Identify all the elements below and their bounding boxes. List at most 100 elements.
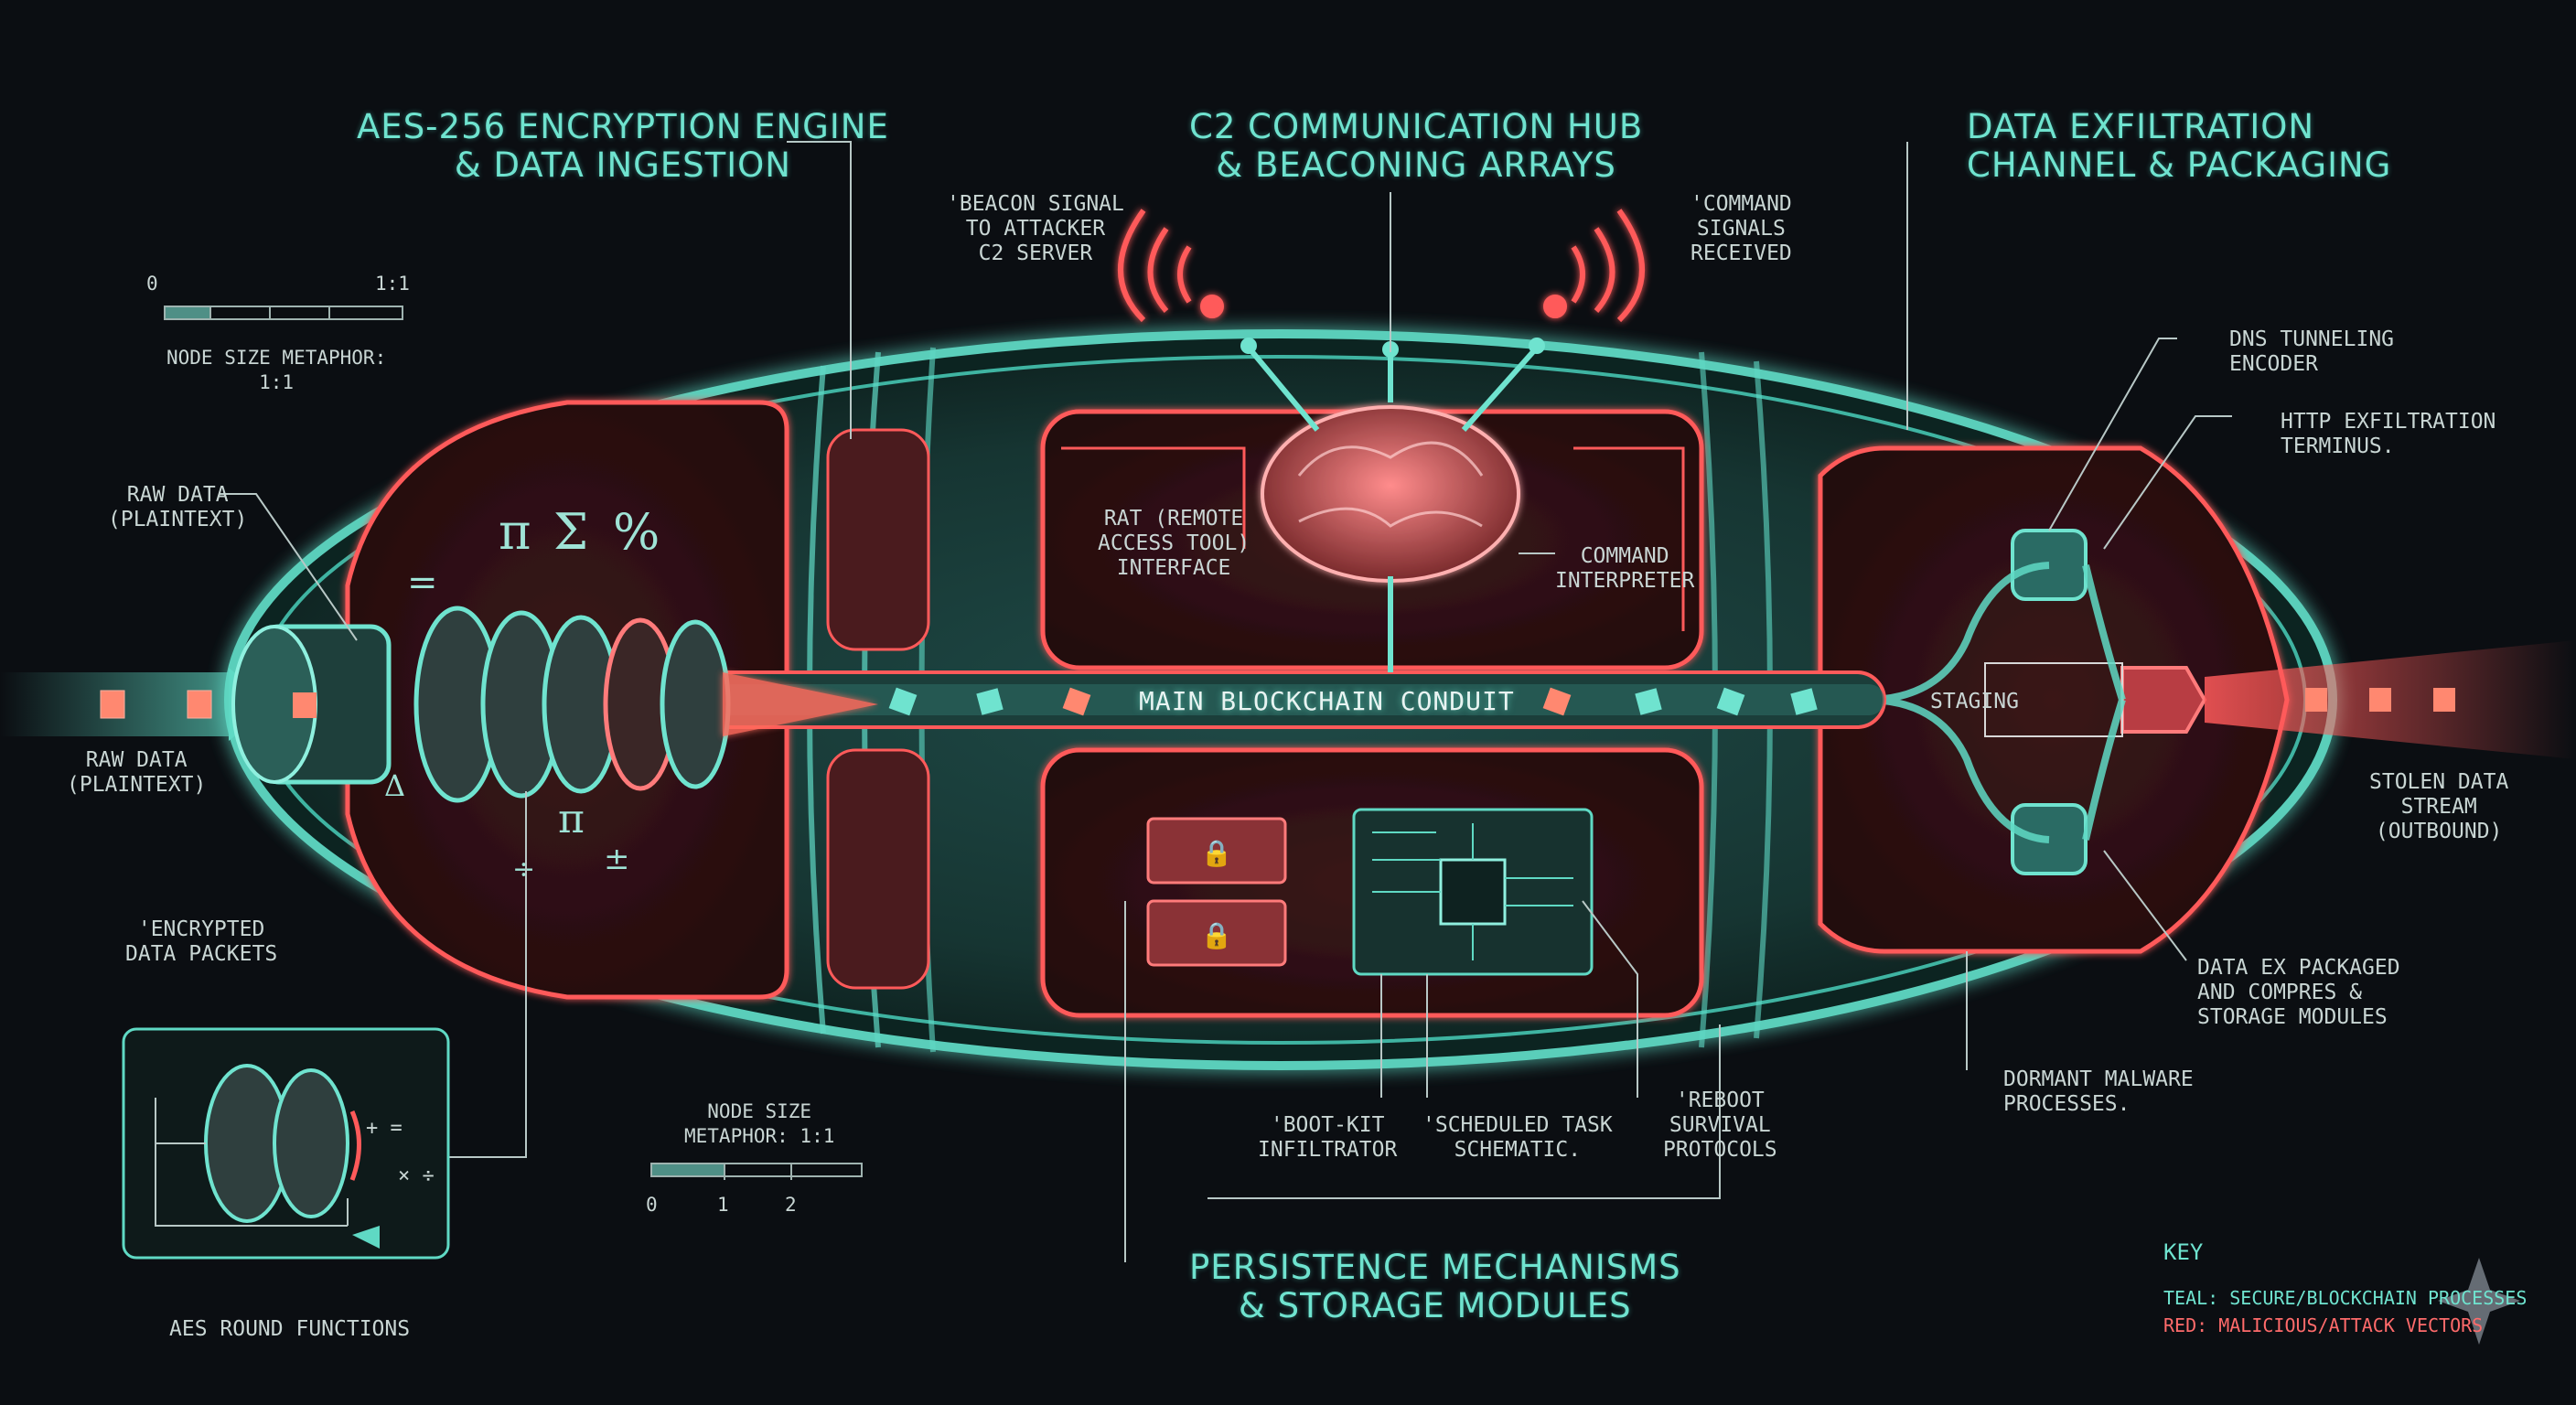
scale-bar-top bbox=[164, 306, 403, 320]
label-line: (PLAINTEXT) bbox=[67, 773, 207, 797]
encryption-output-arrow bbox=[723, 672, 878, 736]
http-terminus-block bbox=[2120, 666, 2207, 734]
data-packet bbox=[100, 690, 125, 719]
math-symbol: + = bbox=[366, 1117, 402, 1140]
scale-tick-start: 0 bbox=[146, 273, 158, 295]
crypto-symbols: π Σ % = Δ π ± ÷ bbox=[384, 503, 660, 885]
signal-waves-right-icon bbox=[1543, 209, 1645, 323]
command-interpreter-label: COMMAND INTERPRETER bbox=[1555, 544, 1694, 594]
caption-line: NODE SIZE METAPHOR: bbox=[166, 347, 387, 369]
title-line: PERSISTENCE MECHANISMS bbox=[1189, 1248, 1681, 1287]
math-symbol: π bbox=[558, 796, 585, 842]
title-line: CHANNEL & PACKAGING bbox=[1967, 145, 2392, 185]
label-line: INTERFACE bbox=[1116, 556, 1231, 580]
label-line: DNS TUNNELING bbox=[2229, 327, 2395, 351]
math-symbol: × ÷ bbox=[398, 1164, 435, 1187]
title-line: & STORAGE MODULES bbox=[1239, 1286, 1632, 1325]
data-packet bbox=[293, 692, 317, 718]
signal-waves-left-icon bbox=[1118, 209, 1224, 323]
persistence-title: PERSISTENCE MECHANISMS & STORAGE MODULES bbox=[1189, 1249, 1681, 1325]
main-conduit-label: MAIN BLOCKCHAIN CONDUIT bbox=[1139, 686, 1515, 716]
encryption-engine-title: AES-256 ENCRYPTION ENGINE & DATA INGESTI… bbox=[357, 108, 889, 185]
label-line: INTERPRETER bbox=[1555, 569, 1695, 593]
label-line: (PLAINTEXT) bbox=[108, 508, 248, 531]
aes-round-functions-label: AES ROUND FUNCTIONS bbox=[169, 1317, 411, 1341]
scale-tick: 1 bbox=[717, 1194, 729, 1216]
label-line: PROCESSES. bbox=[2003, 1092, 2131, 1116]
main-conduit bbox=[639, 670, 1886, 729]
exfil-chamber bbox=[1818, 445, 2290, 954]
command-signals-label: 'COMMAND SIGNALS RECEIVED bbox=[1690, 192, 1792, 266]
label-line: PROTOCOLS bbox=[1663, 1138, 1777, 1162]
title-line: C2 COMMUNICATION HUB bbox=[1189, 107, 1644, 146]
label-line: 'BEACON SIGNAL bbox=[947, 192, 1124, 216]
scale-tick: 2 bbox=[785, 1194, 797, 1216]
rat-interface-label: RAT (REMOTE ACCESS TOOL) INTERFACE bbox=[1098, 507, 1250, 581]
data-packaged-label: DATA EX PACKAGED AND COMPRES & STORAGE M… bbox=[2197, 956, 2400, 1030]
lock-icon: 🔒 bbox=[1201, 920, 1233, 950]
key-teal-entry: TEAL: SECURE/BLOCKCHAIN PROCESSES bbox=[2163, 1287, 2528, 1309]
label-line: 'ENCRYPTED bbox=[137, 917, 265, 941]
dns-tunneling-label: DNS TUNNELING ENCODER bbox=[2229, 327, 2394, 377]
title-line: & DATA INGESTION bbox=[454, 145, 791, 185]
storage-module-1 bbox=[1146, 817, 1287, 885]
segment-panels bbox=[826, 428, 930, 990]
label-line: DATA PACKETS bbox=[125, 942, 278, 966]
label-line: ENCODER bbox=[2229, 352, 2318, 376]
scale-caption-bottom: NODE SIZE METAPHOR: 1:1 bbox=[684, 1099, 834, 1149]
dns-cylinder bbox=[2011, 529, 2088, 601]
label-line: RAT (REMOTE bbox=[1103, 507, 1244, 531]
raw-data-label-left: RAW DATA (PLAINTEXT) bbox=[67, 748, 206, 798]
http-exfiltration-label: HTTP EXFILTRATION TERMINUS. bbox=[2281, 410, 2496, 459]
encryption-gear-stack bbox=[413, 606, 878, 803]
conduit-packets bbox=[888, 687, 1818, 716]
storage-module-2 bbox=[1146, 899, 1287, 967]
math-symbol: Δ bbox=[384, 768, 405, 803]
scale-tick-end: 1:1 bbox=[375, 273, 410, 295]
caption-line: NODE SIZE bbox=[707, 1100, 812, 1122]
label-line: SCHEMATIC. bbox=[1454, 1138, 1582, 1162]
stolen-data-stream-label: STOLEN DATA STREAM (OUTBOUND) bbox=[2369, 770, 2508, 844]
label-line: RECEIVED bbox=[1690, 241, 1792, 265]
key-title: KEY bbox=[2163, 1239, 2204, 1265]
label-line: STOLEN DATA bbox=[2369, 770, 2509, 794]
key-red-entry: RED: MALICIOUS/ATTACK VECTORS bbox=[2163, 1314, 2484, 1336]
title-line: AES-256 ENCRYPTION ENGINE bbox=[357, 107, 889, 146]
label-line: INFILTRATOR bbox=[1258, 1138, 1398, 1162]
label-line: SIGNALS bbox=[1696, 217, 1786, 241]
label-line: 'BOOT-KIT bbox=[1270, 1113, 1385, 1137]
dormant-malware-label: DORMANT MALWARE PROCESSES. bbox=[2003, 1067, 2194, 1117]
label-line: 'REBOOT bbox=[1675, 1089, 1765, 1112]
brain-icon bbox=[1261, 405, 1520, 672]
math-symbol: ± bbox=[604, 841, 630, 877]
label-line: COMMAND bbox=[1580, 544, 1669, 568]
label-line: RAW DATA bbox=[126, 483, 229, 507]
label-line: ACCESS TOOL) bbox=[1098, 531, 1250, 555]
c2-hub-title: C2 COMMUNICATION HUB & BEACONING ARRAYS bbox=[1189, 108, 1643, 185]
scale-bar-bottom bbox=[650, 1163, 863, 1180]
label-line: 'SCHEDULED TASK bbox=[1422, 1113, 1613, 1137]
label-line: RAW DATA bbox=[85, 748, 188, 772]
aes-round-functions-inset: + = × ÷ bbox=[122, 1027, 450, 1260]
label-line: STORAGE MODULES bbox=[2197, 1005, 2388, 1029]
math-symbol: Σ bbox=[553, 503, 588, 561]
scale-caption-top: NODE SIZE METAPHOR: 1:1 bbox=[166, 346, 386, 395]
cpu-chip bbox=[1439, 858, 1507, 926]
label-line: TO ATTACKER bbox=[965, 217, 1106, 241]
title-line: & BEACONING ARRAYS bbox=[1216, 145, 1616, 185]
label-line: C2 SERVER bbox=[978, 241, 1093, 265]
label-line: 'COMMAND bbox=[1690, 192, 1792, 216]
output-stream bbox=[2205, 640, 2576, 759]
label-line: (OUTBOUND) bbox=[2375, 820, 2503, 843]
staging-label: STAGING bbox=[1930, 690, 2019, 713]
label-line: DORMANT MALWARE bbox=[2003, 1067, 2194, 1091]
boot-kit-label: 'BOOT-KIT INFILTRATOR bbox=[1258, 1113, 1397, 1163]
title-line: DATA EXFILTRATION bbox=[1967, 107, 2315, 146]
data-packet bbox=[2369, 688, 2391, 712]
math-symbol: ÷ bbox=[512, 853, 535, 885]
caption-line: 1:1 bbox=[259, 371, 295, 393]
scale-tick: 0 bbox=[646, 1194, 658, 1216]
data-packet bbox=[2433, 688, 2455, 712]
scheduled-task-label: 'SCHEDULED TASK SCHEMATIC. bbox=[1422, 1113, 1613, 1163]
